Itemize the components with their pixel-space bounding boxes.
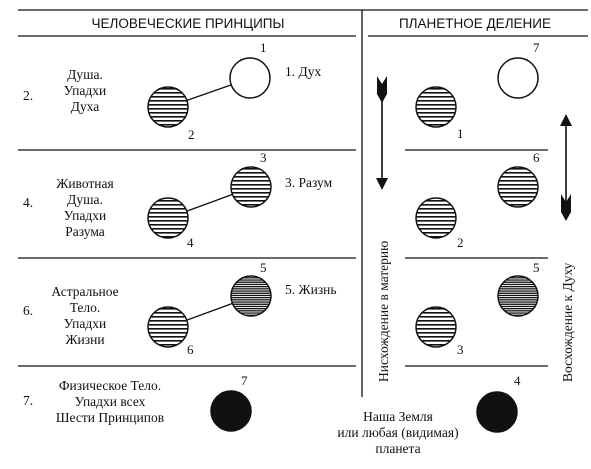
planet-number: 6 xyxy=(533,150,540,165)
planet-number: 4 xyxy=(514,373,521,388)
globe-number: 7 xyxy=(241,373,248,388)
globe-hatched xyxy=(147,197,189,239)
row-index: 2. xyxy=(23,88,33,103)
globe-number: 6 xyxy=(187,342,194,357)
planet-globe-1 xyxy=(415,86,457,128)
header-human-principles: ЧЕЛОВЕЧЕСКИЕ ПРИНЦИПЫ xyxy=(92,16,285,31)
row-life: 6. Астральное Тело. Упадхи Жизни 6 5 5. … xyxy=(23,260,337,357)
earth-label-line: планета xyxy=(375,441,420,456)
ascent-arrow xyxy=(560,114,572,221)
globe-number: 4 xyxy=(187,235,194,250)
planet-number: 7 xyxy=(533,40,540,55)
planet-globe-earth xyxy=(476,391,518,433)
planet-number: 2 xyxy=(457,235,464,250)
row-index: 6. xyxy=(23,303,33,318)
row-physical: 7. Физическое Тело. Упадхи всех Шести Пр… xyxy=(23,373,252,432)
row-label-line: Упадхи всех xyxy=(75,394,146,409)
principle-label: 1. Дух xyxy=(285,64,321,79)
globe-black xyxy=(210,390,252,432)
row-label-line: Разума xyxy=(65,224,105,239)
ascent-label: Восхождение к Духу xyxy=(560,262,575,382)
globe-hatched xyxy=(230,166,272,208)
row-label-line: Тело. xyxy=(70,300,101,315)
principle-label: 3. Разум xyxy=(285,175,333,190)
row-label-line: Животная xyxy=(56,176,114,191)
row-spirit: 2. Душа. Упадхи Духа 2 1 1. Дух xyxy=(23,40,321,142)
earth-label-line: или любая (видимая) xyxy=(337,425,458,440)
planet-globe-2 xyxy=(415,197,457,239)
planet-number: 1 xyxy=(457,126,464,141)
globe-number: 2 xyxy=(188,127,195,142)
planet-globe-5 xyxy=(497,275,539,317)
row-index: 7. xyxy=(23,393,33,408)
arrow-head-icon xyxy=(560,114,572,126)
arrow-head-icon xyxy=(376,178,388,190)
row-label-line: Упадхи xyxy=(64,83,106,98)
globe-number: 1 xyxy=(260,40,267,55)
row-mind: 4. Животная Душа. Упадхи Разума 4 3 3. Р… xyxy=(23,150,333,250)
row-label-line: Шести Принципов xyxy=(56,410,164,425)
globe-white xyxy=(229,57,271,99)
planet-globe-7 xyxy=(497,57,539,99)
globe-number: 3 xyxy=(260,150,267,165)
frame-lines xyxy=(18,9,588,397)
header-planetary-division: ПЛАНЕТНОЕ ДЕЛЕНИЕ xyxy=(399,16,551,31)
globe-number: 5 xyxy=(260,260,267,275)
planet-number: 5 xyxy=(533,260,540,275)
row-label-line: Астральное xyxy=(51,284,118,299)
earth-label-line: Наша Земля xyxy=(363,409,433,424)
globe-hatched xyxy=(147,86,189,128)
row-index: 4. xyxy=(23,195,33,210)
row-label-line: Душа. xyxy=(67,67,103,82)
planet-globe-6 xyxy=(497,166,539,208)
row-label-line: Упадхи xyxy=(64,316,106,331)
planetary-globes: 1 7 2 6 3 5 4 Наша Земля или любая (види… xyxy=(337,40,540,456)
row-label-line: Упадхи xyxy=(64,208,106,223)
planet-number: 3 xyxy=(457,342,464,357)
principle-label: 5. Жизнь xyxy=(285,282,337,297)
descent-arrow xyxy=(376,76,388,190)
globe-hatched xyxy=(147,306,189,348)
globe-dense-hatched xyxy=(230,275,272,317)
planet-globe-3 xyxy=(415,306,457,348)
row-label-line: Душа. xyxy=(67,192,103,207)
row-label-line: Физическое Тело. xyxy=(59,378,161,393)
row-label-line: Духа xyxy=(71,99,100,114)
descent-label: Нисхождение в материю xyxy=(376,241,391,382)
arrow-fletching-icon xyxy=(561,194,571,221)
row-label-line: Жизни xyxy=(65,332,104,347)
arrow-fletching-icon xyxy=(377,76,387,103)
